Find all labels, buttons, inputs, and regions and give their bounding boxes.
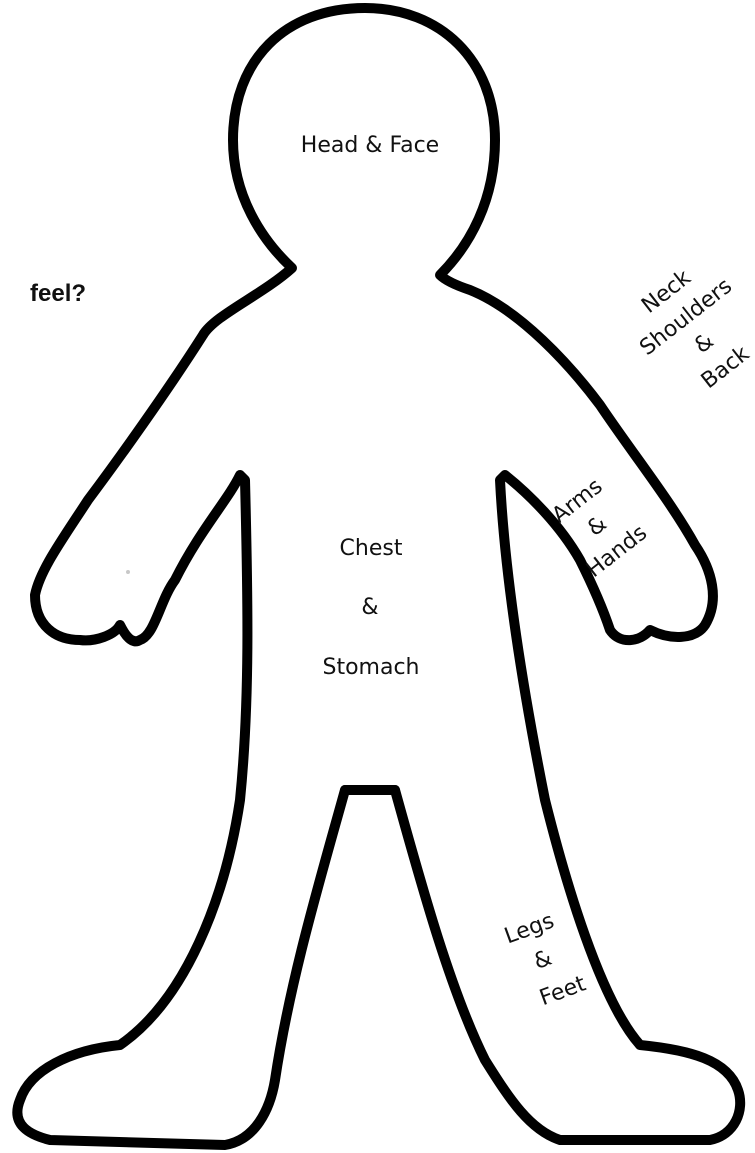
label-arms-line2: & <box>583 511 612 541</box>
label-legs-line1: Legs <box>501 909 557 950</box>
label-legs-line2: & <box>531 946 556 975</box>
label-chest-amp: & <box>361 595 378 620</box>
question-text: feel? <box>30 280 86 307</box>
label-neck-line3: & <box>690 329 719 359</box>
label-chest: Chest <box>340 536 403 561</box>
body-outline <box>17 8 740 1145</box>
label-neck-shoulders-back: Neck Shoulders & Back <box>616 249 755 412</box>
label-head-face: Head & Face <box>301 133 439 158</box>
label-legs-line3: Feet <box>536 971 589 1011</box>
label-stomach: Stomach <box>322 655 419 680</box>
stray-mark <box>126 570 130 574</box>
